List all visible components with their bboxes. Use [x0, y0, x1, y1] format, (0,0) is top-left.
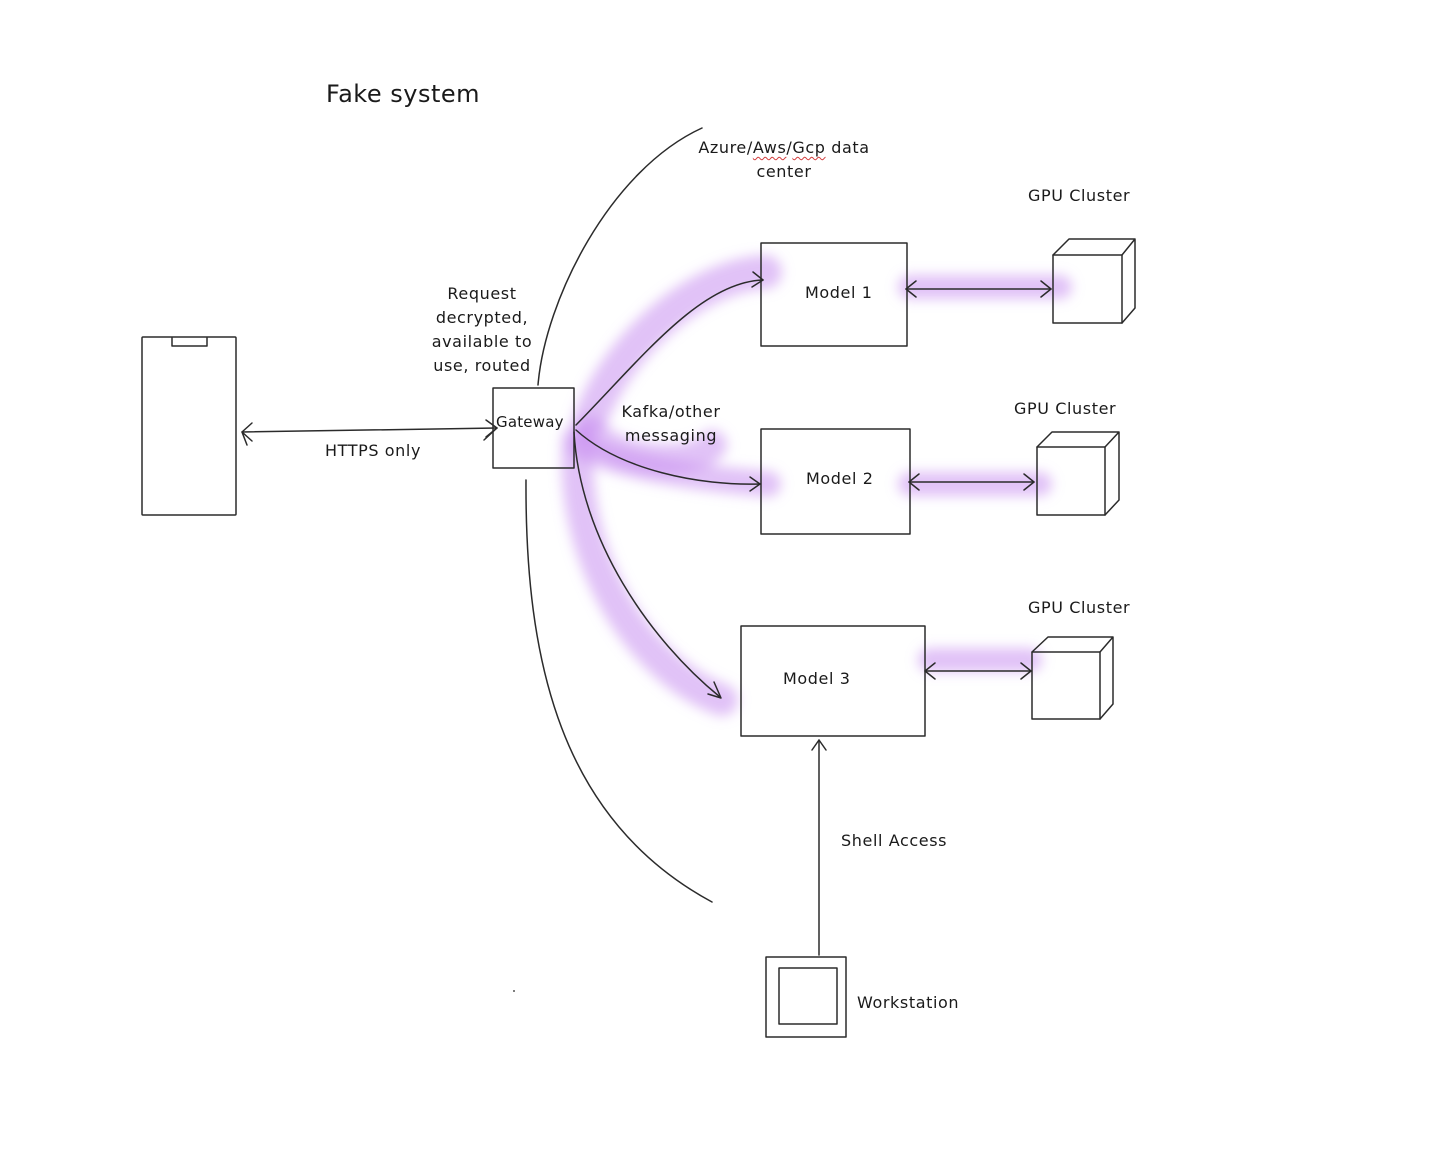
https-label: HTTPS only	[325, 441, 422, 460]
arrow-model-3-gpu	[924, 662, 1032, 680]
gpu-cube-icon	[1031, 636, 1114, 720]
workstation-icon	[765, 956, 847, 1038]
datacenter-sep: /	[786, 138, 793, 157]
gpu-cube-icon	[1036, 431, 1120, 516]
model-3-label: Model 3	[783, 669, 851, 688]
gpu-cube-icon	[1052, 238, 1136, 324]
arrow-model-1-gpu	[905, 280, 1052, 298]
request-note-line: decrypted,	[435, 308, 529, 327]
datacenter-boundary	[525, 127, 713, 903]
request-note: Request decrypted, available to use, rou…	[414, 282, 550, 378]
model-1-box	[760, 242, 908, 347]
request-note-line: use, routed	[433, 356, 531, 375]
gpu-cluster-label-3: GPU Cluster	[1028, 598, 1131, 617]
model-1-label: Model 1	[805, 283, 873, 302]
shell-access-arrow	[811, 739, 827, 956]
arrow-gateway-model-3	[573, 431, 722, 699]
messaging-line: Kafka/other	[621, 402, 721, 421]
arrow-gateway-model-2	[575, 429, 761, 492]
highlighter-strokes	[561, 255, 1072, 716]
request-note-line: Request	[447, 284, 517, 303]
diagram-title: Fake system	[326, 80, 481, 108]
arrow-model-2-gpu	[908, 473, 1035, 491]
https-arrow	[241, 419, 498, 446]
gateway-label: Gateway	[496, 413, 564, 431]
model-2-label: Model 2	[806, 469, 874, 488]
datacenter-line-2: center	[756, 162, 812, 181]
workstation-label: Workstation	[857, 993, 960, 1012]
datacenter-aws: Aws	[752, 138, 787, 157]
gpu-cluster-label-1: GPU Cluster	[1028, 186, 1131, 205]
datacenter-label: Azure/Aws/Gcp data center	[688, 136, 880, 184]
request-note-line: available to	[431, 332, 533, 351]
model-3-box	[740, 625, 926, 737]
phone-icon	[141, 336, 237, 516]
datacenter-prefix: Azure/	[698, 138, 753, 157]
datacenter-suffix: data	[825, 138, 870, 157]
speck	[513, 990, 515, 992]
shell-access-label: Shell Access	[841, 831, 948, 850]
arrow-gateway-model-1	[575, 271, 764, 426]
messaging-label: Kafka/other messaging	[606, 400, 736, 448]
messaging-line: messaging	[624, 426, 718, 445]
gpu-cluster-label-2: GPU Cluster	[1014, 399, 1117, 418]
datacenter-gcp: Gcp	[792, 138, 826, 157]
